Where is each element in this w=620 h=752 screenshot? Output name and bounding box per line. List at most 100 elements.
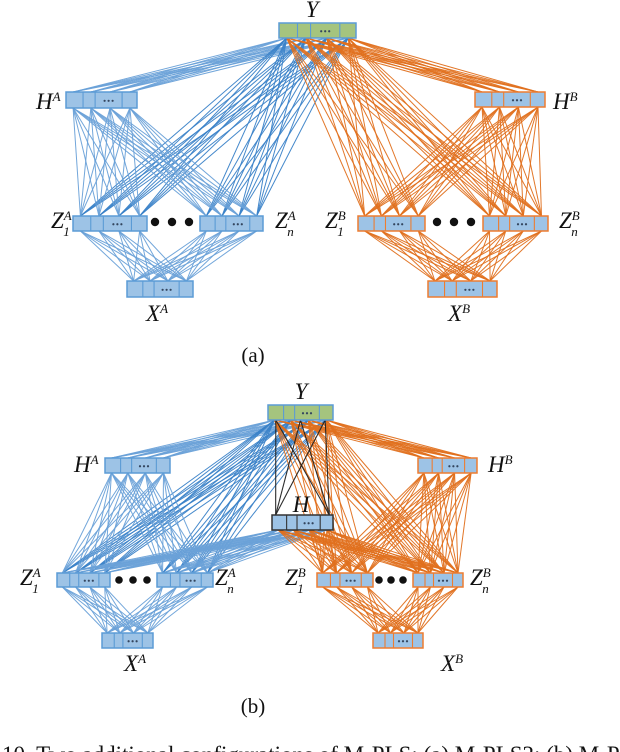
edge-HB-Z1B <box>417 106 539 217</box>
edge-Z1A-XA <box>98 230 135 282</box>
edge-HA-Z1A <box>61 472 129 574</box>
node-label-HB: HB <box>487 452 513 477</box>
cell-ellipsis-dot <box>519 99 523 102</box>
edge-ZnA-XA <box>119 586 208 634</box>
cell-ellipsis-dot <box>169 288 172 291</box>
edge-HB-Z1B <box>381 106 519 217</box>
cell-ellipsis-dot <box>397 223 400 226</box>
edge-H-Z1B <box>277 529 337 574</box>
edge-ZnB-XB <box>489 230 491 282</box>
cell-ellipsis-dot <box>305 412 309 415</box>
edge-Z1B-XB <box>364 230 436 282</box>
edge-HB-ZnB <box>505 106 519 217</box>
edge-Y-ZnB <box>307 419 445 574</box>
edge-HA-Z1A <box>90 107 141 217</box>
cell-ellipsis-dot <box>515 99 519 102</box>
edge-ZnA-XA <box>133 230 240 282</box>
cell-ellipsis-dot <box>468 288 471 291</box>
edge-Y-ZnB <box>286 37 490 217</box>
cell-ellipsis-dot <box>232 223 235 226</box>
node-box <box>316 572 374 588</box>
separator-dot <box>184 217 194 227</box>
edge-ZnA-XA <box>133 586 208 634</box>
node-HA-b: HA <box>73 452 171 477</box>
node-box <box>199 215 264 232</box>
edge-Y-HB <box>348 37 539 93</box>
edge-Y-ZnB <box>290 419 431 574</box>
edge-Y-ZnB <box>326 37 490 217</box>
node-label-HB: HB <box>552 89 578 114</box>
edge-HB-ZnB <box>438 472 445 574</box>
separator-dot <box>150 217 160 227</box>
node-box <box>267 404 334 421</box>
edge-HA-Z1A <box>89 472 164 574</box>
edge-Y-HB <box>348 37 500 93</box>
node-HB-b: HB <box>417 452 513 477</box>
edge-Y-ZnB <box>274 419 431 574</box>
edge-HA-Z1A <box>79 107 92 217</box>
edges-a <box>72 37 542 282</box>
edge-Z1A-XA <box>89 586 121 634</box>
edge-HA-ZnA <box>163 472 193 574</box>
cell-ellipsis-dot <box>464 288 467 291</box>
edge-H-ZnB <box>277 529 419 574</box>
edge-Z1A-XA <box>133 230 141 282</box>
edge-Y-ZnB <box>326 419 431 574</box>
edge-HA-ZnA <box>163 472 208 574</box>
cell-ellipsis-dot <box>301 412 305 415</box>
edge-Z1A-XA <box>98 230 151 282</box>
edge-H-ZnB <box>326 529 419 574</box>
edge-Y-H <box>275 419 330 516</box>
edge-Y-HA <box>72 37 287 93</box>
edge-HA-Z1A <box>75 472 129 574</box>
cell-ellipsis-dot <box>397 640 401 643</box>
edge-HA-ZnA <box>109 107 257 217</box>
edge-Z1A-XA <box>80 230 151 282</box>
edge-Y-HA <box>111 419 275 459</box>
edge-Y-Z1B <box>286 37 400 217</box>
edge-HA-Z1A <box>72 107 141 217</box>
edge-Y-Z1A <box>80 37 349 217</box>
edge-HA-Z1A <box>75 472 112 574</box>
cell-ellipsis-dot <box>448 465 451 468</box>
node-box <box>101 632 154 649</box>
subfigure-label-a: (a) <box>241 343 264 367</box>
edge-ZnB-XB <box>377 586 445 634</box>
node-XA-b: XA <box>101 632 154 676</box>
edge-ZnB-XB <box>390 586 459 634</box>
cell-ellipsis-dot <box>401 223 404 226</box>
cell-ellipsis-dot <box>185 579 188 582</box>
edge-HB-ZnB <box>481 106 490 217</box>
edge-Y-ZnA <box>205 37 328 217</box>
edge-HA-ZnA <box>72 107 223 217</box>
edge-Y-ZnB <box>347 37 524 217</box>
cell-ellipsis-dot <box>324 30 327 33</box>
edge-HB-Z1B <box>322 472 472 574</box>
edge-HA-Z1A <box>72 107 120 217</box>
cell-ellipsis-dot <box>120 223 123 226</box>
edge-Z1A-XA <box>139 230 169 282</box>
edge-HB-ZnB <box>457 472 472 574</box>
edge-Z1A-XA <box>118 230 187 282</box>
edge-ZnA-XA <box>106 586 163 634</box>
edge-Y-HB <box>326 419 472 459</box>
edge-Z1B-XB <box>367 586 419 634</box>
edge-Y-Z1A <box>104 419 292 574</box>
cell-ellipsis-dot <box>236 223 239 226</box>
edge-Y-HA <box>111 419 327 459</box>
edge-HA-Z1A <box>104 472 112 574</box>
edge-ZnB-XB <box>470 230 542 282</box>
edge-Y-ZnA <box>256 37 328 217</box>
edge-Y-HB <box>286 37 483 93</box>
edge-Z1A-XA <box>61 586 108 634</box>
separator-dot <box>387 576 395 584</box>
edge-Z1A-XA <box>118 230 135 282</box>
edge-HA-Z1A <box>61 472 164 574</box>
